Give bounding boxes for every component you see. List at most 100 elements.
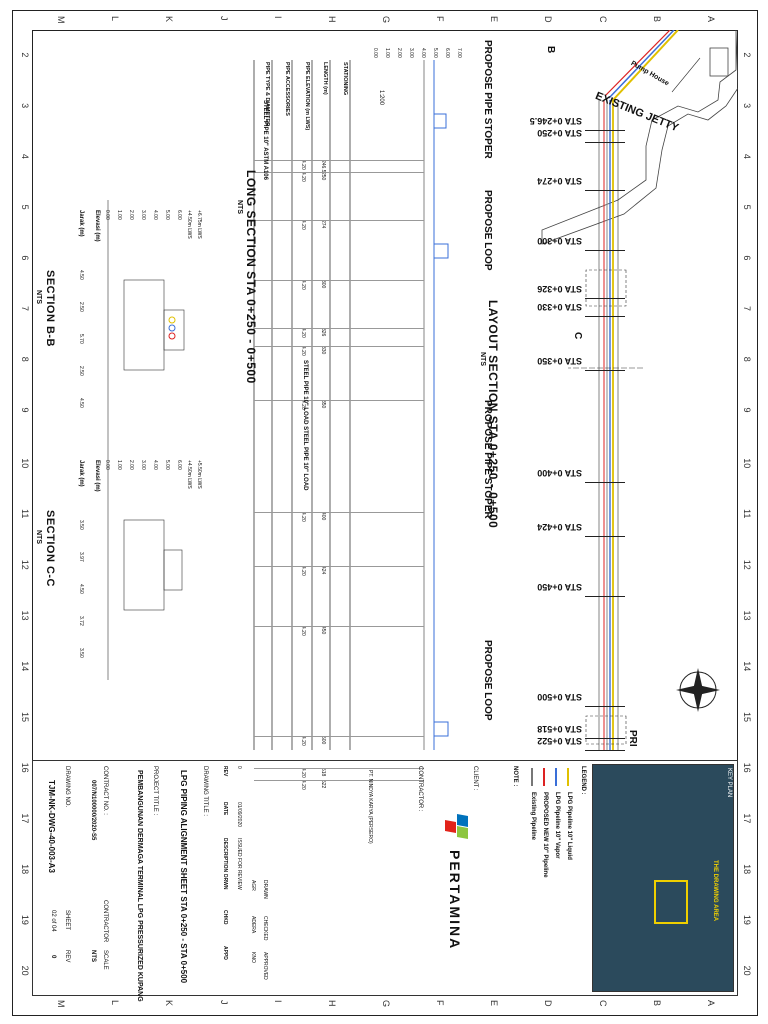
grid-letter: H	[326, 16, 337, 23]
grid-number: 12	[20, 559, 30, 570]
sign-role: DRAWN	[262, 880, 268, 899]
stopper-2-label: PROPOSE PIPE STOPER	[482, 400, 493, 519]
grid-letter: F	[435, 16, 446, 22]
legend-label: LPG Pipeline 10" Vapor	[554, 792, 560, 859]
long-station-gridline	[254, 220, 424, 221]
grid-number: 9	[742, 407, 752, 413]
contractor-label: CONTRACTOR :	[417, 766, 423, 812]
contract-no: 007/N100000/2020-S5	[90, 780, 96, 841]
grid-number: 2	[20, 52, 30, 58]
grid-number: 10	[20, 458, 30, 469]
section_cc-tick: 5.00	[164, 460, 170, 470]
grid-number: 8	[20, 356, 30, 362]
section-bb-title: SECTION B-B	[44, 270, 56, 347]
revision-header: DRWN	[222, 874, 228, 890]
station-tick	[585, 370, 625, 371]
section_bb-value: 5.70	[78, 334, 84, 344]
grid-number: 16	[20, 762, 30, 773]
revision-cell: 0	[236, 766, 242, 769]
long-station-value: 246.5	[320, 160, 326, 173]
grid-letter: L	[110, 1000, 121, 1006]
section_cc-tick: 0.00	[104, 460, 110, 470]
long-station-gridline	[254, 626, 424, 627]
section_bb-value: 4.50	[78, 398, 84, 408]
grid-letter: C	[597, 16, 608, 23]
scale-value: NTS	[90, 950, 96, 962]
grid-letter: A	[705, 1000, 716, 1007]
section-cc-scale: NTS	[35, 530, 42, 544]
long-elev-value: 4.20	[300, 346, 306, 356]
long-station-gridline	[254, 736, 424, 737]
grid-letter: B	[651, 16, 662, 23]
long-elev-value: 4.20	[300, 566, 306, 576]
bb-pipe-proposed	[168, 332, 176, 340]
long-station-value: 400	[320, 512, 326, 521]
section_bb-tick: 1.00	[116, 210, 122, 220]
legend-swatch	[543, 768, 545, 786]
grid-letter: K	[164, 1000, 175, 1007]
grid-number: 15	[742, 711, 752, 722]
legend-label: Existing Pipeline	[530, 792, 536, 841]
grid-number: 18	[742, 864, 752, 875]
long-elev-value: 4.20	[300, 220, 306, 230]
long-section-axis-tick: 7.00	[456, 48, 462, 58]
grid-letter: I	[272, 16, 283, 19]
section-bb-drawing	[107, 200, 185, 450]
drawing-no-label: DRAWING NO.	[64, 766, 70, 808]
section_cc-tick: 6.00	[176, 460, 182, 470]
pump-house	[709, 47, 729, 77]
grid-letter: E	[489, 1000, 500, 1007]
grid-letter: C	[597, 1000, 608, 1007]
drawing-title: LPG PIPING ALIGNMENT SHEET STA 0+250 - S…	[179, 770, 188, 984]
long-station-value: 274	[320, 220, 326, 229]
station-label: STA 0+518	[537, 724, 582, 734]
long-elev-value: 4.20	[300, 172, 306, 182]
section-b-marker: B	[545, 46, 556, 54]
grid-letter: J	[218, 1000, 229, 1005]
long-station-gridline	[254, 172, 424, 173]
grid-letter: E	[489, 16, 500, 23]
grid-number: 3	[20, 103, 30, 109]
long-station-gridline	[254, 160, 424, 161]
long-station-gridline	[254, 346, 424, 347]
pertamina-logo: PERTAMINA	[447, 850, 463, 951]
project-title: PEMBANGUNAN DERMAGA TERMINAL LPG PRESSUR…	[136, 770, 143, 1002]
station-label: STA 0+424	[537, 522, 582, 532]
loop-2	[585, 715, 627, 745]
long-section-axis-tick: 1.00	[384, 48, 390, 58]
cc-structure	[163, 549, 183, 591]
profile-loop-1	[433, 243, 449, 259]
long-station-value: 326	[320, 328, 326, 337]
pipe-diagonal-proposed	[604, 30, 671, 97]
grid-number: 7	[20, 306, 30, 312]
loop-2-label: PROPOSE LOOP	[482, 640, 493, 721]
legend-label: PROPOSED NEW 10" Pipeline	[542, 792, 548, 878]
grid-number: 13	[20, 610, 30, 621]
station-tick	[585, 706, 625, 707]
grid-letter: B	[651, 1000, 662, 1007]
station-tick	[585, 482, 625, 483]
grid-letter: G	[381, 16, 391, 24]
sign-role: CHECKED	[262, 916, 268, 941]
long-section-axis-tick: 3.00	[408, 48, 414, 58]
sign-name: ADERA	[250, 916, 256, 934]
stopper-1-label: PROPOSE PIPE STOPER	[482, 40, 493, 159]
grid-number: 9	[20, 407, 30, 413]
contractor2-label: CONTRACTOR	[102, 900, 108, 943]
revision-header: APPD	[222, 946, 228, 960]
station-label: STA 0+274	[537, 176, 582, 186]
station-tick	[585, 250, 625, 251]
grid-number: 2	[742, 52, 752, 58]
drawing-no: TJM-NK-DWG-40-003-A3	[47, 780, 56, 873]
long-station-value: 330	[320, 346, 326, 355]
section-bb-elev-note: +6.75m LWS	[196, 210, 202, 239]
bb-pipe-vapor	[168, 324, 176, 332]
key-plan-highlight	[654, 880, 688, 924]
grid-number: 14	[20, 661, 30, 672]
grid-number: 12	[742, 559, 752, 570]
profile-stopper	[433, 113, 447, 129]
grid-number: 19	[20, 914, 30, 925]
section-b-cut	[671, 57, 701, 93]
long-section-axis-tick: 2.00	[396, 48, 402, 58]
